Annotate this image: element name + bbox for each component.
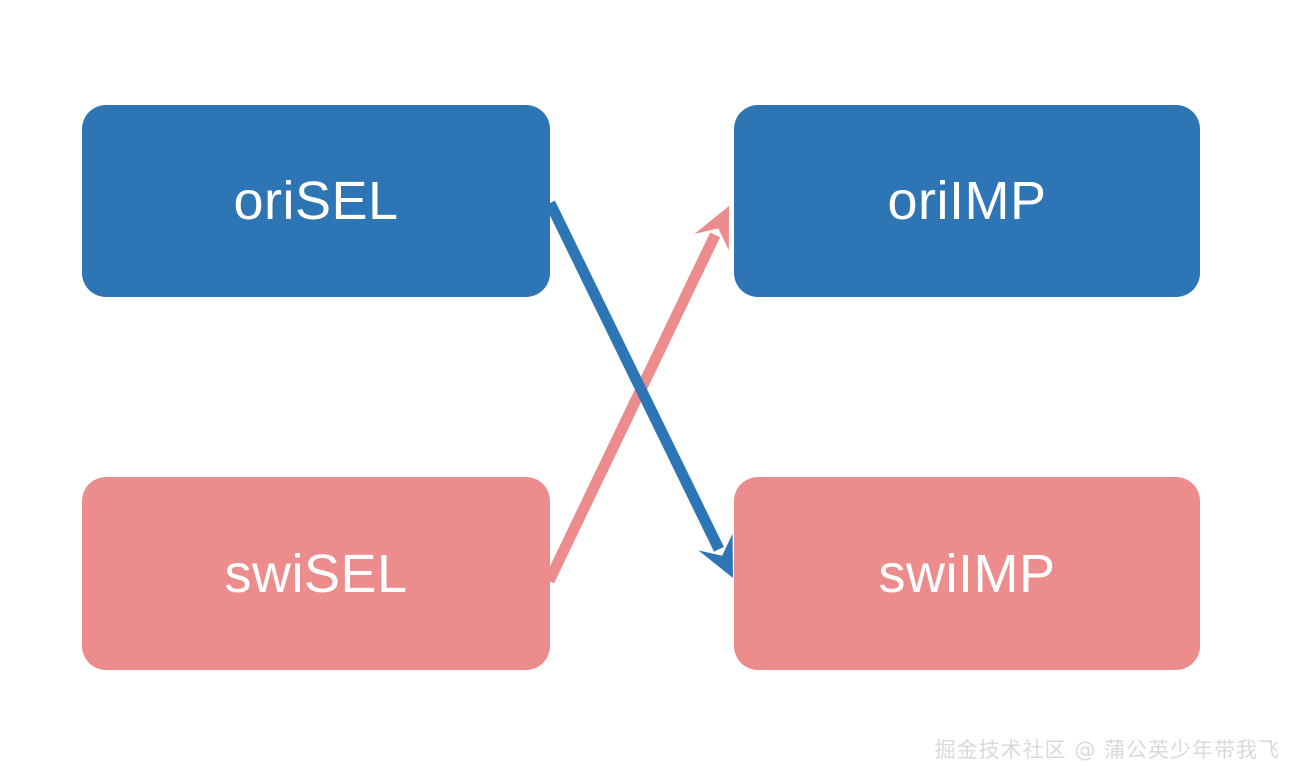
node-orisel-label: oriSEL: [233, 171, 399, 231]
node-swiimp[interactable]: swiIMP: [734, 477, 1200, 670]
node-swisel-label: swiSEL: [224, 543, 408, 604]
node-swisel[interactable]: swiSEL: [82, 477, 550, 670]
edge-swisel-to-oriimp: [544, 206, 729, 584]
node-oriimp-label: oriIMP: [887, 171, 1047, 231]
edge-orisel-to-swiimp: [545, 200, 733, 578]
edge-swisel-to-oriimp-line: [544, 232, 721, 584]
node-swiimp-label: swiIMP: [878, 543, 1056, 604]
edge-swisel-to-oriimp-arrowhead: [694, 206, 729, 251]
watermark-text: 掘金技术社区 @ 蒲公英少年带我飞: [934, 738, 1280, 762]
edge-orisel-to-swiimp-line: [545, 200, 724, 552]
edge-orisel-to-swiimp-arrowhead: [698, 533, 733, 578]
node-oriimp[interactable]: oriIMP: [734, 105, 1200, 297]
node-orisel[interactable]: oriSEL: [82, 105, 550, 297]
